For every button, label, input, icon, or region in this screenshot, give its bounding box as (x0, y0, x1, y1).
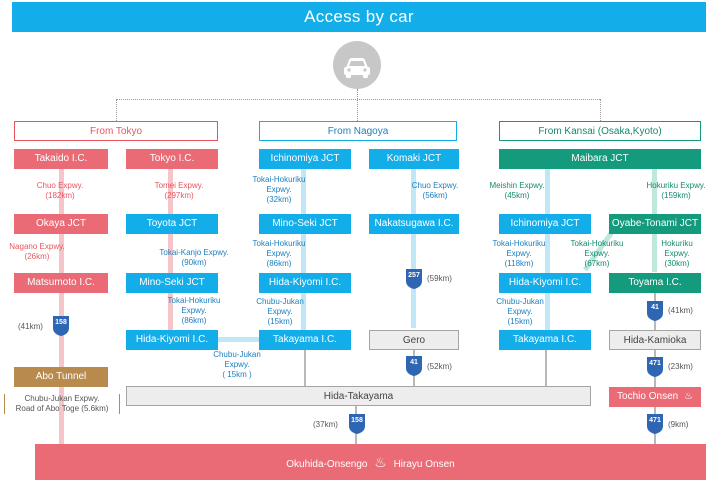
route-label: Tokai-Hokuriku (167, 296, 221, 305)
route-label: Expwy. (181, 306, 207, 315)
route-distance: (26km) (24, 252, 50, 261)
route-label: Chubu-Jukan (256, 297, 304, 306)
route-distance: (118km) (504, 259, 534, 268)
route-label: Tokai-Hokuriku (570, 239, 624, 248)
route-distance: (30km) (664, 259, 690, 268)
route-label: Chuo Expwy. (36, 181, 84, 190)
header-from-tokyo: From Tokyo (14, 121, 218, 141)
route-distance: (86km) (266, 259, 292, 268)
route-number: 41 (651, 304, 659, 311)
route-label: Expwy. (267, 307, 293, 316)
car-icon (333, 41, 381, 89)
route-label: Expwy. (224, 360, 250, 369)
route-label: Expwy. (507, 307, 533, 316)
node-takayama-ic-nagoya: Takayama I.C. (259, 330, 351, 350)
page-title: Access by car (12, 2, 706, 32)
destination-label: Okuhida-Onsengo (286, 459, 368, 470)
route-label: Chubu-Jukan Expwy. (24, 394, 100, 403)
destination-label-2: Hirayu Onsen (393, 459, 455, 470)
node-ichinomiya-jct-kansai: Ichinomiya JCT (499, 214, 591, 234)
route-label: Chubu-Jukan (496, 297, 544, 306)
destination-bar: Okuhida-Onsengo ♨ Hirayu Onsen (35, 444, 706, 480)
header-from-nagoya: From Nagoya (259, 121, 457, 141)
node-mino-seki-jct-tokyo: Mino-Seki JCT (126, 273, 218, 293)
route-158-shield: 158 (52, 315, 70, 337)
route-distance: ( 15km ) (222, 370, 252, 379)
node-tochio-onsen: Tochio Onsen ♨ (609, 387, 701, 407)
route-number: 471 (649, 417, 661, 424)
node-takayama-ic-kansai: Takayama I.C. (499, 330, 591, 350)
node-maibara-jct: Maibara JCT (499, 149, 701, 169)
route-41-shield: 41 (646, 300, 664, 322)
node-hida-kiyomi-ic-nagoya: Hida-Kiyomi I.C. (259, 273, 351, 293)
route-distance: (41km) (18, 322, 43, 331)
node-okaya-jct: Okaya JCT (14, 214, 108, 234)
route-number: 471 (649, 360, 661, 367)
route-distance: (15km) (507, 317, 533, 326)
node-tokyo-ic: Tokyo I.C. (126, 149, 218, 169)
node-hida-kiyomi-ic-kansai: Hida-Kiyomi I.C. (499, 273, 591, 293)
hot-spring-icon: ♨ (683, 391, 693, 402)
node-label: Tochio Onsen (617, 391, 679, 402)
route-distance: (37km) (313, 420, 338, 429)
route-label: Expwy. (584, 249, 610, 258)
route-distance: (45km) (504, 191, 530, 200)
route-471-shield: 471 (646, 356, 664, 378)
route-471-shield: 471 (646, 413, 664, 435)
route-label: Expwy. (266, 185, 292, 194)
route-distance: (41km) (668, 306, 693, 315)
route-41-shield: 41 (405, 355, 423, 377)
route-label: Hokuriku Expwy. (646, 181, 706, 190)
route-158-shield: 158 (348, 413, 366, 435)
hot-spring-icon: ♨ (374, 454, 387, 470)
route-distance: (9km) (668, 420, 689, 429)
route-distance: (59km) (427, 274, 452, 283)
route-number: 158 (351, 417, 363, 424)
route-label: Expwy. (664, 249, 690, 258)
node-hida-takayama: Hida-Takayama (126, 386, 591, 406)
route-label: Chubu-Jukan (213, 350, 261, 359)
route-number: 41 (410, 359, 418, 366)
node-komaki-jct: Komaki JCT (369, 149, 459, 169)
route-number: 257 (408, 272, 420, 279)
node-mino-seki-jct-nagoya: Mino-Seki JCT (259, 214, 351, 234)
route-distance: (297km) (164, 191, 194, 200)
route-label: Tokai-Kanjo Expwy. (159, 248, 229, 257)
route-label: Hokuriku (661, 239, 693, 248)
node-nakatsugawa-ic: Nakatsugawa I.C. (369, 214, 459, 234)
route-distance: (90km) (181, 258, 207, 267)
route-distance: (52km) (427, 362, 452, 371)
route-distance: (23km) (668, 362, 693, 371)
route-distance: (159km) (661, 191, 691, 200)
route-257-shield: 257 (405, 268, 423, 290)
node-oyabe-tonami-jct: Oyabe-Tonami JCT (609, 214, 701, 234)
route-label: Tokai-Hokuriku (252, 239, 306, 248)
route-label: Tokai-Hokuriku (492, 239, 546, 248)
route-distance: (86km) (181, 316, 207, 325)
route-distance: (15km) (267, 317, 293, 326)
node-gero: Gero (369, 330, 459, 350)
route-label: Meishin Expwy. (489, 181, 545, 190)
header-from-kansai: From Kansai (Osaka,Kyoto) (499, 121, 701, 141)
route-label: Chuo Expwy. (411, 181, 459, 190)
route-label: Expwy. (266, 249, 292, 258)
route-label: Expwy. (506, 249, 532, 258)
node-toyama-ic: Toyama I.C. (609, 273, 701, 293)
node-toyota-jct: Toyota JCT (126, 214, 218, 234)
route-distance: (67km) (584, 259, 610, 268)
route-label: Nagano Expwy. (9, 242, 65, 251)
route-label: Tomei Expwy. (154, 181, 204, 190)
route-label: Road of Abo Toge (5.6km) (15, 404, 109, 413)
node-ichinomiya-jct-nagoya: Ichinomiya JCT (259, 149, 351, 169)
node-abo-tunnel: Abo Tunnel (14, 367, 108, 387)
node-hida-kamioka: Hida-Kamioka (609, 330, 701, 350)
node-takaido-ic: Takaido I.C. (14, 149, 108, 169)
node-matsumoto-ic: Matsumoto I.C. (14, 273, 108, 293)
node-hida-kiyomi-ic-tokyo: Hida-Kiyomi I.C. (126, 330, 218, 350)
route-number: 158 (55, 319, 67, 326)
route-distance: (56km) (422, 191, 448, 200)
route-distance: (182km) (45, 191, 75, 200)
route-label: Tokai-Hokuriku (252, 175, 306, 184)
route-distance: (32km) (266, 195, 292, 204)
